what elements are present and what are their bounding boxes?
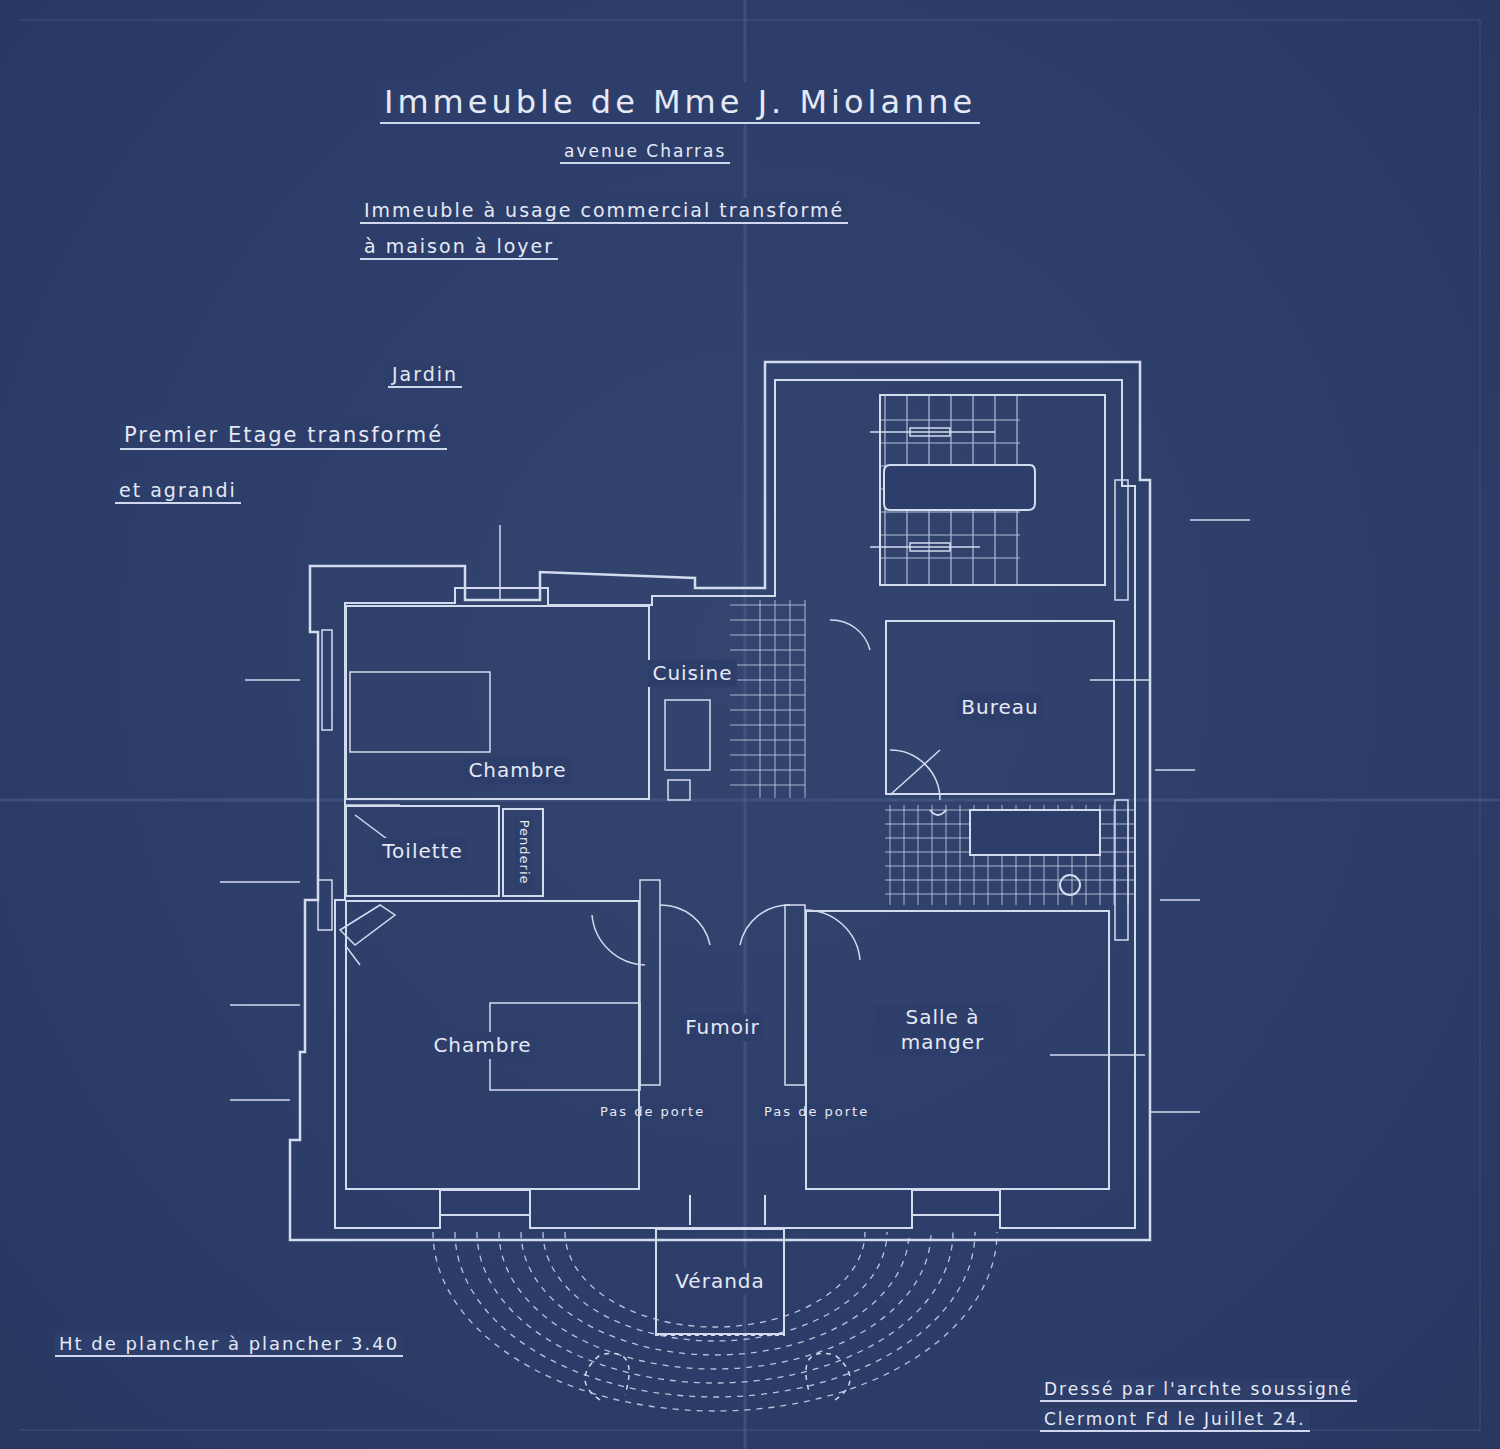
room-name: Cuisine	[648, 660, 736, 687]
window	[318, 880, 332, 930]
door-swing	[830, 620, 870, 650]
washroom: Toilette	[345, 805, 500, 897]
door-swing	[740, 905, 790, 945]
washbasin	[1060, 875, 1080, 895]
room-name: Fumoir	[681, 1014, 764, 1041]
axis-tick	[1150, 1111, 1200, 1113]
front-bay	[912, 1190, 1000, 1215]
veranda: Véranda	[655, 1228, 785, 1335]
stair-arrow	[870, 432, 995, 547]
window	[1115, 480, 1128, 600]
kitchen-tiles	[730, 600, 805, 798]
door-swing	[592, 915, 645, 965]
bedroom: Chambre	[345, 900, 640, 1190]
veranda-paving	[543, 1232, 887, 1341]
window	[322, 630, 332, 730]
paper-fold	[0, 799, 1500, 802]
garden-label: Jardin	[388, 362, 462, 388]
axis-tick	[230, 1099, 290, 1101]
veranda-paving	[433, 1232, 997, 1411]
kitchen: Cuisine	[642, 592, 742, 800]
axis-tick	[1050, 1054, 1145, 1056]
bedroom: Chambre	[345, 605, 650, 800]
room-name: Véranda	[671, 1268, 769, 1295]
axis-tick	[1155, 769, 1195, 771]
floor-name: et agrandi	[115, 478, 241, 504]
room-name: Bureau	[957, 694, 1042, 721]
door-sill-note: Pas de porte	[760, 1103, 873, 1120]
veranda-paving	[565, 1232, 865, 1327]
place-date: Clermont Fd le Juillet 24.	[1040, 1408, 1310, 1432]
veranda-step	[585, 1353, 850, 1400]
sheet-border	[20, 20, 1480, 1430]
subtitle: à maison à loyer	[360, 234, 558, 260]
street-name: avenue Charras	[560, 140, 730, 164]
axis-tick	[245, 679, 300, 681]
axis-tick	[230, 1004, 300, 1006]
ceiling-height-note: Ht de plancher à plancher 3.40	[55, 1332, 403, 1357]
office: Bureau	[885, 620, 1115, 795]
room-name: Chambre	[429, 1032, 535, 1059]
bathroom-tiles	[885, 805, 1135, 905]
front-bay	[690, 1195, 765, 1225]
room-name: Toilette	[378, 838, 466, 865]
veranda-paving	[499, 1232, 931, 1369]
front-bay	[440, 1190, 530, 1215]
door-swing	[660, 905, 710, 945]
bathtub	[970, 810, 1100, 855]
stair-well	[880, 395, 1105, 585]
room-name: Chambre	[464, 757, 570, 784]
window	[1115, 800, 1128, 940]
washbasin	[930, 810, 946, 815]
veranda-paving	[521, 1232, 909, 1355]
dining-room: Salle à manger	[805, 910, 1110, 1190]
wardrobe: Penderie	[502, 808, 544, 897]
door-swing	[340, 905, 395, 965]
axis-tick	[220, 881, 300, 883]
door-jamb	[640, 880, 805, 1085]
axis-tick	[1190, 519, 1250, 521]
floor-name: Premier Etage transformé	[120, 422, 447, 450]
subtitle: Immeuble à usage commercial transformé	[360, 198, 848, 224]
inner-wall	[335, 380, 1135, 1228]
door-swing	[890, 750, 940, 800]
outer-wall	[290, 362, 1150, 1240]
kitchen-range	[665, 700, 710, 800]
bed	[350, 672, 490, 752]
smoking-room: Fumoir	[660, 900, 785, 1190]
axis-tick	[499, 525, 501, 600]
stair-arrow	[910, 428, 950, 551]
plan-title: Immeuble de Mme J. Miolanne	[380, 82, 980, 124]
door-swing	[805, 910, 860, 960]
door-sill-note: Pas de porte	[596, 1103, 709, 1120]
stair-landing	[884, 465, 1035, 510]
veranda-paving	[455, 1232, 975, 1397]
architect-signature: Dressé par l'archte soussigné	[1040, 1378, 1357, 1402]
room-name: Penderie	[514, 816, 532, 889]
room-name: Salle à manger	[874, 1004, 1012, 1056]
veranda-paving	[477, 1232, 953, 1383]
axis-tick	[1160, 899, 1200, 901]
axis-tick	[1090, 679, 1150, 681]
